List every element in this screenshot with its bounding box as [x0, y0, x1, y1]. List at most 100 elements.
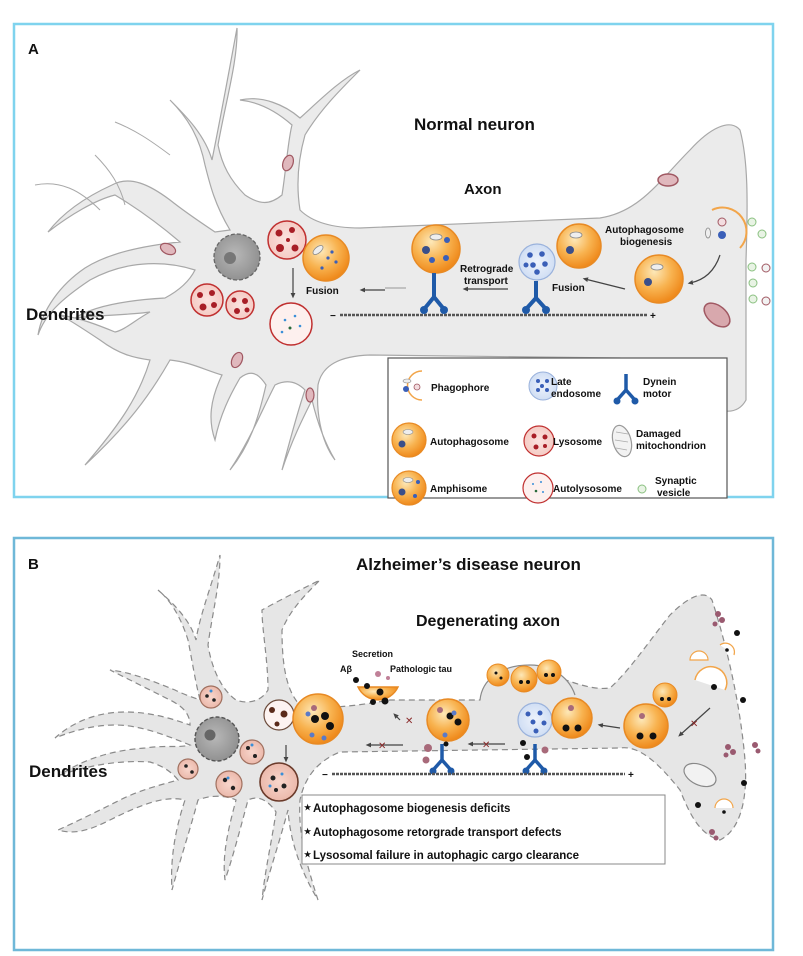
legend-label-synaptic-1: Synaptic [655, 476, 697, 487]
neuron-a [34, 27, 748, 471]
deficit-bullet: ★ [304, 827, 312, 836]
damaged-mitochondrion-icon [683, 762, 717, 788]
legend-label-autophagosome: Autophagosome [430, 437, 509, 448]
abeta-label: Aβ [340, 664, 352, 674]
autophagosome-axon-b [426, 698, 470, 742]
fusion-arrow [582, 277, 626, 290]
deficit-bullet: ★ [304, 803, 312, 812]
mitochondrion-icon [305, 387, 315, 403]
biogenesis-label-2: biogenesis [620, 237, 673, 248]
phagophore-icon [402, 370, 423, 401]
autolysosome-icon [522, 472, 554, 504]
amphisome-icon [391, 470, 427, 506]
mitochondrion-icon [159, 242, 177, 256]
dynein-motor-icon [422, 741, 455, 775]
tau-aggregate-icon [709, 611, 761, 841]
amphisome-soma-b [292, 693, 344, 745]
svg-text:✕: ✕ [405, 716, 413, 727]
mitochondrion-icon [657, 173, 679, 187]
lysosome-icon [267, 220, 307, 260]
panel-b-letter: B [28, 556, 39, 573]
deficit-item-1: Autophagosome biogenesis deficits [313, 803, 510, 815]
lysosomes-b [177, 685, 299, 802]
nucleus-b [194, 716, 240, 762]
fusion-label-axon: Fusion [552, 283, 585, 294]
secretion-label: Secretion [352, 649, 393, 659]
retrograde-label-2: transport [464, 276, 509, 287]
autophagosome-b-2 [623, 703, 669, 749]
panel-b-axon-label: Degenerating axon [416, 613, 560, 630]
microtubule-a: − + [330, 311, 656, 322]
phagophore-a [705, 206, 748, 249]
legend-label-autolysosome: Autolysosome [553, 484, 622, 495]
lysosome-icon [263, 699, 295, 731]
legend-label-late-1: Late [551, 377, 572, 388]
legend-label-amphisome: Amphisome [430, 484, 488, 495]
amphisome-soma-a [302, 234, 350, 282]
lysosome-icon [190, 283, 224, 317]
late-endosome-axon-a [518, 243, 556, 281]
autophagosome-axon-a [556, 223, 602, 269]
swelling-autophagosomes [486, 659, 562, 693]
panel-a-letter: A [28, 41, 39, 58]
legend-label-lysosome: Lysosome [553, 437, 603, 448]
synaptic-vesicles-a [747, 217, 771, 306]
deficit-list: ★ Autophagosome biogenesis deficits ★ Au… [304, 803, 579, 862]
mitochondrion-icon [281, 154, 295, 172]
mitochondrion-icon [230, 351, 244, 369]
panel-b-title: Alzheimer’s disease neuron [356, 555, 581, 574]
autolysosome-a [269, 302, 313, 346]
lysosome-icon [177, 758, 199, 780]
lysosome-icon [215, 770, 243, 798]
legend-label-late-2: endosome [551, 389, 601, 400]
nucleus-a [213, 233, 261, 281]
legend-label-damaged-2: mitochondrion [636, 441, 706, 452]
deficit-bullet: ★ [304, 850, 312, 859]
synaptic-vesicle-icon [637, 484, 647, 494]
terminal-contents-b [652, 611, 761, 841]
dynein-motor-icon [420, 273, 448, 314]
dynein-motor-icon [613, 374, 639, 405]
legend-label-dynein-2: motor [643, 389, 671, 400]
legend-label-synaptic-2: vesicle [657, 488, 691, 499]
biogenesis-arrow [687, 254, 721, 285]
amphisome-axon-a [411, 224, 461, 274]
neuron-a-body [37, 27, 748, 471]
deficits-box [301, 794, 666, 865]
panel-a-axon-label: Axon [464, 181, 502, 198]
neuron-b-body [54, 554, 747, 901]
panel-b-dendrites-label: Dendrites [29, 762, 107, 781]
deficit-item-3: Lysosomal failure in autophagic cargo cl… [313, 850, 579, 862]
autophagosome-b-1 [551, 697, 593, 739]
autolysosome-icon [259, 762, 299, 802]
autophagosome-icon [391, 422, 427, 458]
svg-text:✕: ✕ [378, 741, 386, 752]
retrograde-label-1: Retrograde [460, 264, 514, 275]
lysosome-icon [523, 425, 555, 457]
panel-a-dendrites-label: Dendrites [26, 305, 104, 324]
deficit-item-2: Autophagosome retorgrade transport defec… [313, 827, 562, 839]
damaged-mitochondrion-icon [611, 424, 633, 458]
lysosome-icon [199, 685, 223, 709]
dynein-motor-icon [522, 281, 550, 314]
pathologic-tau-label: Pathologic tau [390, 664, 452, 674]
late-endosome-axon-b [517, 702, 553, 738]
autophagosome-biogenesis-a [634, 254, 684, 304]
blocked-transport-arrows: ✕ ✕ ✕ ✕ [365, 707, 711, 752]
mitochondria-a [159, 154, 731, 403]
svg-text:✕: ✕ [690, 719, 698, 730]
legend-label-damaged-1: Damaged [636, 429, 681, 440]
lysosomes-a [190, 220, 307, 320]
legend-label-dynein-1: Dynein [643, 377, 676, 388]
plus-end-label: + [650, 311, 656, 322]
microtubule-b: − + [322, 770, 634, 781]
lysosome-icon [225, 290, 255, 320]
svg-text:✕: ✕ [482, 740, 490, 751]
legend-box [387, 357, 728, 499]
biogenesis-label-1: Autophagosome [605, 225, 684, 236]
lysosome-icon [239, 739, 265, 765]
legend-label-phagophore: Phagophore [431, 383, 490, 394]
late-endosome-icon [528, 371, 558, 401]
minus-end-label-b: − [322, 770, 328, 781]
